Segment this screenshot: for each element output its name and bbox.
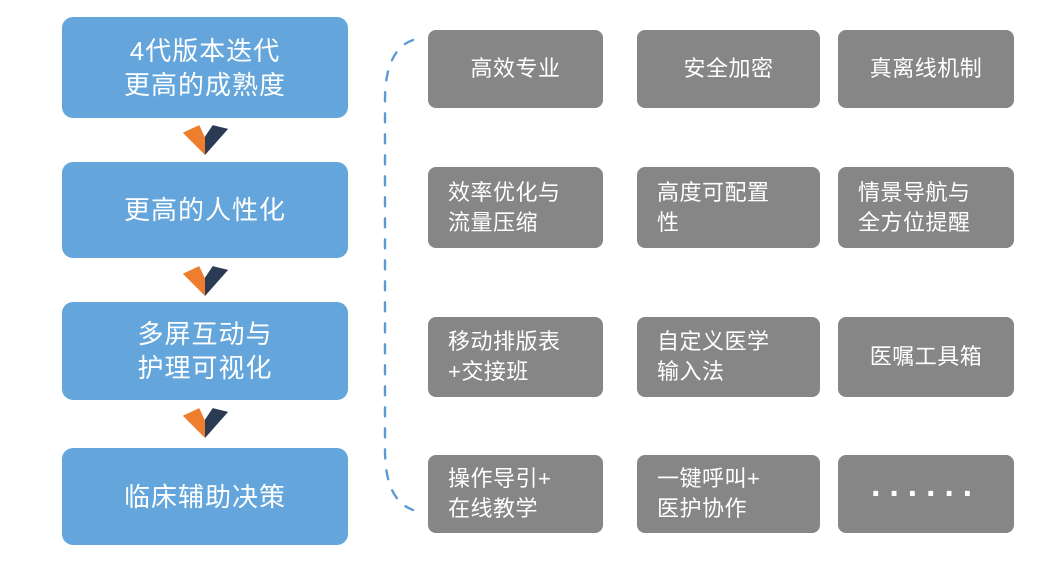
step-label: 更高的人性化 [123,195,286,225]
feature-box-guide-online-teaching: 操作导引+ 在线教学 [428,455,603,533]
dashed-bracket-icon [383,38,415,512]
feature-box-efficiency-compression: 效率优化与 流量压缩 [428,167,603,248]
down-arrow-icon [182,124,229,155]
feature-box-custom-medical-ime: 自定义医学 输入法 [637,317,820,397]
feature-label: 一键呼叫+ 医护协作 [657,466,761,521]
feature-box-order-toolbox: 医嘱工具箱 [838,317,1014,397]
feature-box-mobile-schedule-handover: 移动排版表 +交接班 [428,317,603,397]
feature-label: 安全加密 [683,56,774,81]
flow-arrow-2 [62,264,348,298]
step-box-version-maturity: 4代版本迭代 更高的成熟度 [62,17,348,118]
feature-box-true-offline: 真离线机制 [838,30,1014,108]
step-box-humanization: 更高的人性化 [62,162,348,258]
down-arrow-icon [182,265,229,296]
feature-box-more-ellipsis: ······ [838,455,1014,533]
step-label: 多屏互动与 护理可视化 [137,319,273,383]
feature-label: 高效专业 [470,56,561,81]
feature-label: 情景导航与 全方位提醒 [858,179,971,235]
feature-label: 效率优化与 流量压缩 [448,179,561,235]
ellipsis-dots: ······ [871,475,981,513]
feature-box-context-navigation-reminders: 情景导航与 全方位提醒 [838,167,1014,248]
step-box-clinical-decision: 临床辅助决策 [62,448,348,545]
feature-box-configurability: 高度可配置 性 [637,167,820,248]
feature-box-secure-encryption: 安全加密 [637,30,820,108]
flow-arrow-1 [62,123,348,157]
flow-arrow-3 [62,406,348,440]
step-label: 4代版本迭代 更高的成熟度 [123,35,286,100]
down-arrow-icon [182,407,229,438]
feature-label: 移动排版表 +交接班 [448,329,561,384]
feature-box-onekey-call-collaboration: 一键呼叫+ 医护协作 [637,455,820,533]
feature-label: 操作导引+ 在线教学 [448,466,552,521]
feature-label: 医嘱工具箱 [869,344,983,369]
feature-label: 自定义医学 输入法 [657,329,770,384]
feature-label: 真离线机制 [869,56,983,81]
step-label: 临床辅助决策 [123,481,286,512]
step-box-multiscreen-visualization: 多屏互动与 护理可视化 [62,302,348,400]
feature-box-efficient-professional: 高效专业 [428,30,603,108]
feature-label: 高度可配置 性 [657,179,770,235]
